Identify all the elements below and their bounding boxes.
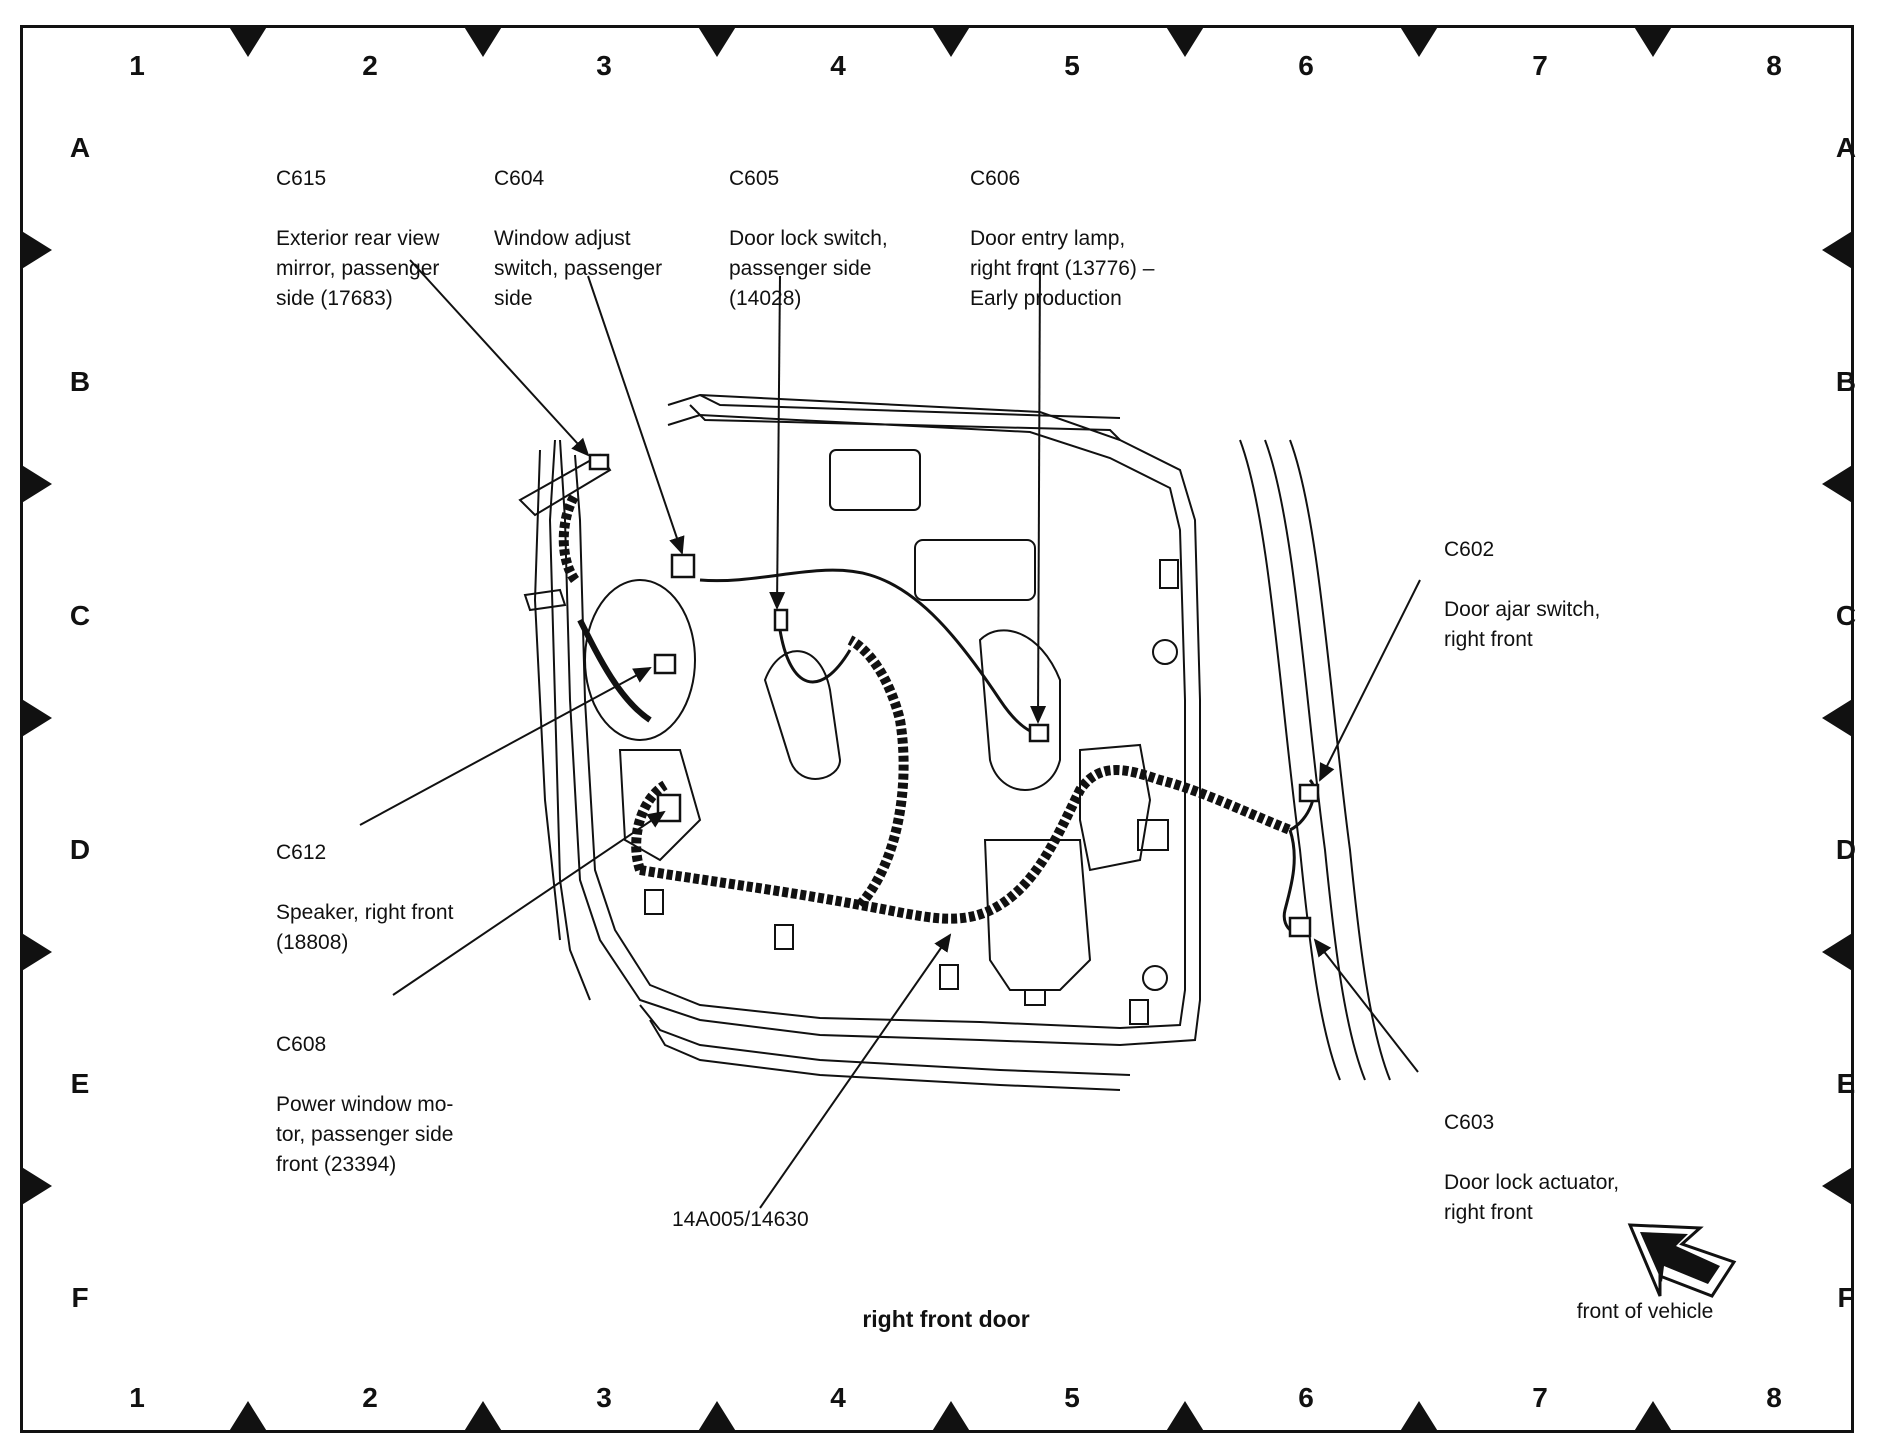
row-label-left-A: A — [69, 132, 91, 163]
leader-harness — [759, 933, 952, 1209]
row-label-right-A: A — [1835, 132, 1857, 163]
column-label-top-7: 7 — [1532, 50, 1548, 81]
callout-c603-id: C603 — [1444, 1111, 1495, 1134]
column-label-bottom-6: 6 — [1298, 1382, 1314, 1413]
leader-c606 — [1030, 262, 1047, 724]
leader-c615 — [409, 259, 590, 457]
leader-c604 — [587, 275, 685, 555]
callout-c603: C603 Door lock actuator, right front — [1444, 1078, 1619, 1228]
callout-c602: C602 Door ajar switch, right front — [1444, 505, 1600, 655]
column-label-top-3: 3 — [596, 50, 612, 81]
column-label-top-2: 2 — [362, 50, 378, 81]
callout-c605-desc: Door lock switch, passenger side (14028) — [729, 227, 888, 310]
callout-c605: C605 Door lock switch, passenger side (1… — [729, 134, 888, 314]
leader-c605 — [769, 275, 786, 610]
row-label-right-B: B — [1835, 366, 1857, 397]
row-label-left-C: C — [69, 600, 91, 631]
column-label-top-8: 8 — [1766, 50, 1782, 81]
row-label-right-C: C — [1835, 600, 1857, 631]
callout-c615: C615 Exterior rear view mirror, passenge… — [276, 134, 439, 314]
leader-c612 — [359, 667, 652, 826]
callout-c603-desc: Door lock actuator, right front — [1444, 1171, 1620, 1224]
callout-c608-desc: Power window mo- tor, passenger side fro… — [276, 1093, 454, 1176]
callout-c604-id: C604 — [494, 167, 545, 190]
callout-c608: C608 Power window mo- tor, passenger sid… — [276, 1000, 453, 1180]
row-label-right-F: F — [1837, 1282, 1855, 1313]
row-label-left-F: F — [71, 1282, 89, 1313]
column-label-bottom-7: 7 — [1532, 1382, 1548, 1413]
harness-thin-wires — [699, 568, 1316, 936]
column-label-top-5: 5 — [1064, 50, 1080, 81]
callout-c602-desc: Door ajar switch, right front — [1444, 598, 1601, 651]
callout-c606: C606 Door entry lamp, right front (13776… — [970, 134, 1154, 314]
callout-c604-desc: Window adjust switch, passenger side — [494, 227, 663, 310]
row-label-left-E: E — [70, 1068, 90, 1099]
column-label-bottom-4: 4 — [830, 1382, 846, 1413]
callout-c612: C612 Speaker, right front (18808) — [276, 808, 453, 958]
row-label-right-D: D — [1835, 834, 1857, 865]
column-label-bottom-1: 1 — [129, 1382, 145, 1413]
column-label-bottom-8: 8 — [1766, 1382, 1782, 1413]
harness-label: 14A005/14630 — [672, 1208, 809, 1231]
connector-blocks — [588, 453, 1320, 938]
leader-c603 — [1313, 938, 1419, 1073]
callout-c612-id: C612 — [276, 841, 327, 864]
callout-c612-desc: Speaker, right front (18808) — [276, 901, 454, 954]
leader-c608 — [392, 810, 666, 996]
row-label-left-D: D — [69, 834, 91, 865]
border-ticks — [20, 25, 1854, 1433]
row-label-left-B: B — [69, 366, 91, 397]
diagram-title: right front door — [862, 1306, 1030, 1332]
front-of-vehicle-arrow-icon — [1627, 1223, 1737, 1298]
callout-c615-desc: Exterior rear view mirror, passenger sid… — [276, 227, 440, 310]
leader-c602 — [1319, 579, 1421, 782]
callout-c604: C604 Window adjust switch, passenger sid… — [494, 134, 662, 314]
wiring-harness — [558, 492, 1292, 924]
column-label-bottom-2: 2 — [362, 1382, 378, 1413]
callout-c606-id: C606 — [970, 167, 1021, 190]
leader-lines — [359, 259, 1421, 1209]
callout-c602-id: C602 — [1444, 538, 1495, 561]
column-label-bottom-3: 3 — [596, 1382, 612, 1413]
column-label-top-1: 1 — [129, 50, 145, 81]
front-of-vehicle-label: front of vehicle — [1576, 1300, 1714, 1323]
callout-c615-id: C615 — [276, 167, 327, 190]
door-panel — [518, 393, 1391, 1091]
column-label-top-4: 4 — [830, 50, 846, 81]
column-label-bottom-5: 5 — [1064, 1382, 1080, 1413]
callout-c605-id: C605 — [729, 167, 780, 190]
column-label-top-6: 6 — [1298, 50, 1314, 81]
callout-c606-desc: Door entry lamp, right front (13776) – E… — [970, 227, 1155, 310]
callout-c608-id: C608 — [276, 1033, 327, 1056]
row-label-right-E: E — [1836, 1068, 1856, 1099]
